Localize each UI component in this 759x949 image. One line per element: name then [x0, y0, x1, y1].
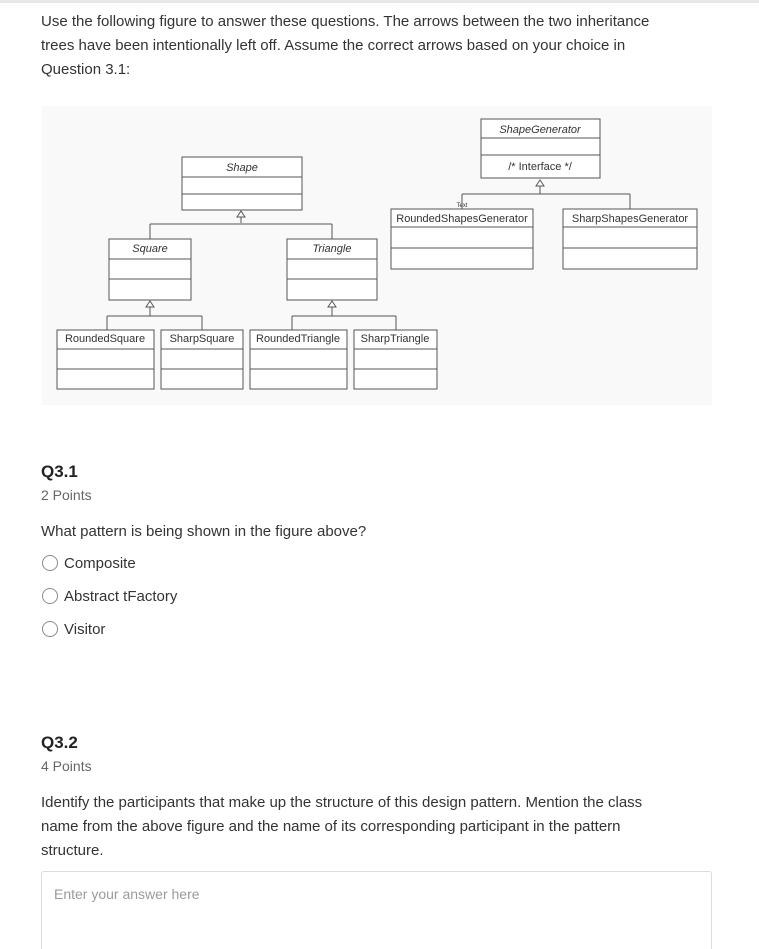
q31-title: Q3.1: [41, 462, 78, 481]
class-sharp-shapes-generator: SharpShapesGenerator: [562, 208, 698, 270]
answer-textarea[interactable]: [41, 871, 712, 949]
q32-line-3: structure.: [41, 842, 104, 859]
class-rounded-triangle-label: RoundedTriangle: [256, 333, 340, 345]
option-label: Abstract tFactory: [64, 587, 178, 605]
class-square: Square: [108, 238, 192, 301]
class-square-label: Square: [132, 243, 167, 255]
option-label: Visitor: [64, 620, 106, 638]
class-shape-generator-label: ShapeGenerator: [499, 124, 582, 136]
class-sharp-square: SharpSquare: [160, 329, 244, 390]
interface-note: /* Interface */: [508, 161, 573, 173]
class-sharp-triangle: SharpTriangle: [353, 329, 438, 390]
class-shape: Shape: [181, 156, 303, 211]
radio-button[interactable]: [42, 555, 58, 571]
q31-points: 2 Points: [41, 487, 92, 503]
class-triangle-label: Triangle: [313, 243, 352, 255]
stray-text-label: Text: [456, 203, 467, 209]
option-composite[interactable]: Composite: [41, 552, 136, 574]
q32-points: 4 Points: [41, 758, 92, 774]
intro-line-1: Use the following figure to answer these…: [41, 13, 650, 30]
class-sharp-shapes-generator-label: SharpShapesGenerator: [572, 213, 689, 225]
uml-figure: Shape Square Triangle RoundedSquare: [42, 106, 712, 405]
class-shape-label: Shape: [226, 162, 258, 174]
intro-line-2: trees have been intentionally left off. …: [41, 37, 626, 54]
option-label: Composite: [64, 554, 136, 572]
q32-line-2: name from the above figure and the name …: [41, 818, 621, 835]
q31-question: What pattern is being shown in the figur…: [41, 523, 367, 540]
q32-title: Q3.2: [41, 733, 78, 752]
class-rounded-square-label: RoundedSquare: [65, 333, 145, 345]
radio-button[interactable]: [42, 621, 58, 637]
q32-question: Identify the participants that make up t…: [41, 791, 706, 863]
q32-line-1: Identify the participants that make up t…: [41, 794, 643, 811]
class-rounded-square: RoundedSquare: [56, 329, 155, 390]
class-shape-generator: ShapeGenerator /* Interface */: [480, 118, 601, 179]
top-divider: [0, 0, 759, 3]
option-visitor[interactable]: Visitor: [41, 618, 105, 640]
uml-diagram: Shape Square Triangle RoundedSquare: [56, 118, 698, 390]
class-rounded-triangle: RoundedTriangle: [249, 329, 348, 390]
class-rounded-shapes-generator: RoundedShapesGenerator: [390, 208, 534, 270]
intro-text: Use the following figure to answer these…: [41, 10, 701, 82]
class-rounded-shapes-generator-label: RoundedShapesGenerator: [396, 213, 528, 225]
option-abstract-factory[interactable]: Abstract tFactory: [41, 585, 177, 607]
class-sharp-square-label: SharpSquare: [170, 333, 235, 345]
class-sharp-triangle-label: SharpTriangle: [361, 333, 430, 345]
radio-button[interactable]: [42, 588, 58, 604]
class-triangle: Triangle: [286, 238, 378, 301]
intro-line-3: Question 3.1:: [41, 61, 131, 78]
